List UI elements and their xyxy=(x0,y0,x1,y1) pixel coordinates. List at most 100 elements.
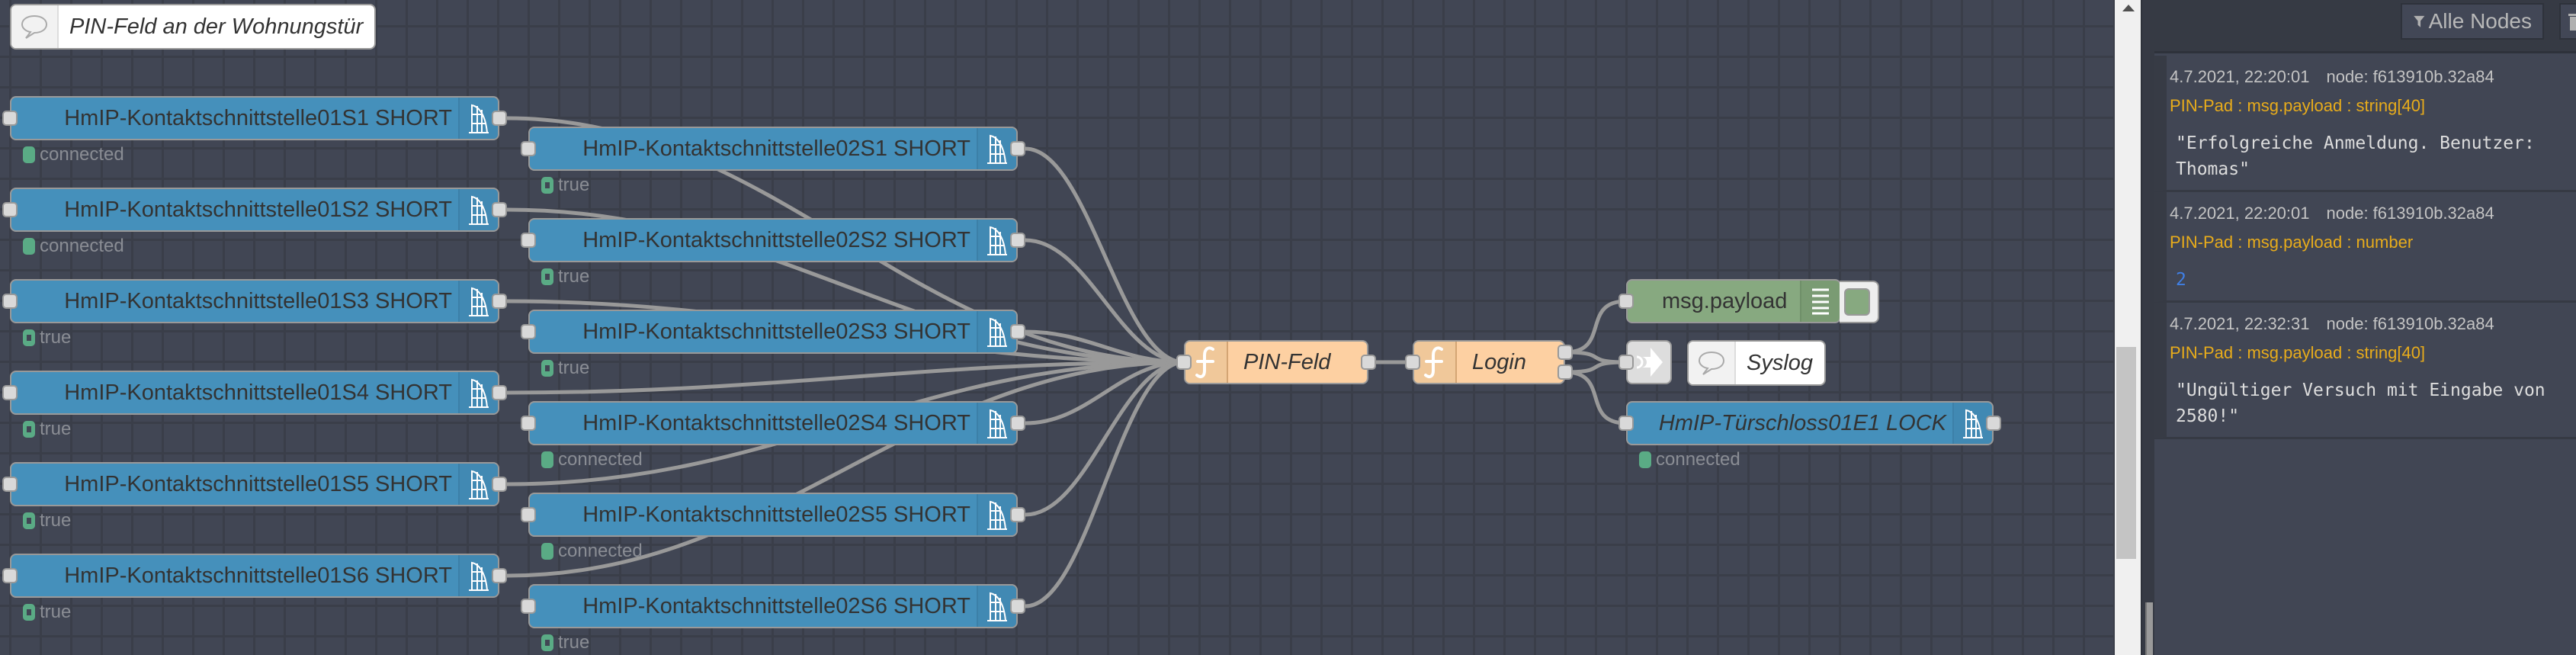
debug-node-msg-payload[interactable]: msg.payload xyxy=(1626,279,1841,323)
scrollbar-thumb[interactable] xyxy=(2116,347,2136,559)
wire[interactable] xyxy=(1564,299,1627,355)
input-port[interactable] xyxy=(521,507,536,522)
homematic-node[interactable]: HmIP-Kontaktschnittstelle02S6 SHORT xyxy=(528,584,1018,628)
link-out-node[interactable] xyxy=(1626,340,1672,384)
wire[interactable] xyxy=(1025,360,1185,425)
function-icon xyxy=(1414,342,1457,383)
homematic-node[interactable]: HmIP-Kontaktschnittstelle01S1 SHORT xyxy=(10,96,499,140)
homematic-node-lock[interactable]: HmIP-Türschloss01E1 LOCK xyxy=(1626,401,1994,445)
clear-debug-button[interactable] xyxy=(2559,3,2576,40)
input-port[interactable] xyxy=(2,294,18,309)
filter-nodes-button[interactable]: Alle Nodes xyxy=(2401,3,2544,40)
input-port[interactable] xyxy=(2,477,18,492)
homematic-icon xyxy=(1952,403,1992,444)
comment-node-syslog[interactable]: Syslog xyxy=(1687,340,1826,386)
input-port[interactable] xyxy=(2,385,18,400)
message-node-id[interactable]: node: f613910b.32a84 xyxy=(2326,314,2494,333)
node-label: HmIP-Türschloss01E1 LOCK xyxy=(1658,411,1946,435)
wire[interactable] xyxy=(1025,146,1185,364)
output-port[interactable] xyxy=(1010,416,1025,431)
wire[interactable] xyxy=(1564,370,1627,425)
input-port[interactable] xyxy=(2,202,18,217)
output-port-2[interactable] xyxy=(1557,364,1573,380)
message-path[interactable]: PIN-Pad : msg.payload : number xyxy=(2170,233,2414,252)
wire[interactable] xyxy=(506,360,1185,578)
homematic-node[interactable]: HmIP-Kontaktschnittstelle01S6 SHORT xyxy=(10,554,499,598)
output-port[interactable] xyxy=(1010,324,1025,339)
output-port[interactable] xyxy=(1010,233,1025,248)
message-path[interactable]: PIN-Pad : msg.payload : string[40] xyxy=(2170,96,2426,115)
homematic-icon xyxy=(977,586,1016,627)
wire[interactable] xyxy=(1025,329,1185,364)
debug-toggle-button[interactable] xyxy=(1840,281,1879,323)
status-dot-icon xyxy=(541,268,553,285)
input-port[interactable] xyxy=(521,141,536,156)
input-port[interactable] xyxy=(1176,355,1192,370)
node-status: true xyxy=(23,602,71,622)
message-meta: 4.7.2021, 22:20:01 node: f613910b.32a84 xyxy=(2170,65,2570,89)
input-port[interactable] xyxy=(521,233,536,248)
status-dot-icon xyxy=(23,604,35,621)
input-port[interactable] xyxy=(1618,294,1634,309)
homematic-icon xyxy=(977,128,1016,169)
homematic-node[interactable]: HmIP-Kontaktschnittstelle01S5 SHORT xyxy=(10,462,499,506)
message-node-id[interactable]: node: f613910b.32a84 xyxy=(2326,204,2494,223)
output-port[interactable] xyxy=(492,294,507,309)
output-port[interactable] xyxy=(1010,507,1025,522)
homematic-node[interactable]: HmIP-Kontaktschnittstelle02S2 SHORT xyxy=(528,218,1018,262)
output-port[interactable] xyxy=(1361,355,1376,370)
message-timestamp: 4.7.2021, 22:20:01 xyxy=(2170,67,2310,86)
node-label: HmIP-Kontaktschnittstelle02S3 SHORT xyxy=(582,319,970,344)
filter-icon xyxy=(2414,15,2425,27)
homematic-node[interactable]: HmIP-Kontaktschnittstelle01S3 SHORT xyxy=(10,279,499,323)
node-status: true xyxy=(541,358,589,378)
wire[interactable] xyxy=(1025,238,1185,364)
wire[interactable] xyxy=(1025,360,1185,517)
homematic-node[interactable]: HmIP-Kontaktschnittstelle02S4 SHORT xyxy=(528,401,1018,445)
function-node-pin-feld[interactable]: PIN-Feld xyxy=(1184,340,1368,384)
homematic-node[interactable]: HmIP-Kontaktschnittstelle02S1 SHORT xyxy=(528,127,1018,171)
output-port[interactable] xyxy=(492,202,507,217)
output-port-1[interactable] xyxy=(1557,345,1573,360)
output-port[interactable] xyxy=(1986,416,2001,431)
filter-label: Alle Nodes xyxy=(2428,9,2532,33)
homematic-node[interactable]: HmIP-Kontaktschnittstelle02S3 SHORT xyxy=(528,310,1018,354)
message-path[interactable]: PIN-Pad : msg.payload : string[40] xyxy=(2170,343,2426,362)
message-payload: 2 xyxy=(2176,270,2186,290)
input-port[interactable] xyxy=(2,111,18,126)
status-dot-icon xyxy=(541,360,553,377)
input-port[interactable] xyxy=(1405,355,1420,370)
homematic-node[interactable]: HmIP-Kontaktschnittstelle01S4 SHORT xyxy=(10,371,499,415)
sidebar-resize-handle[interactable] xyxy=(2145,602,2153,655)
message-node-id[interactable]: node: f613910b.32a84 xyxy=(2326,67,2494,86)
canvas-vertical-scrollbar[interactable] xyxy=(2115,0,2141,655)
sidebar-separator[interactable] xyxy=(2141,0,2154,655)
output-port[interactable] xyxy=(492,385,507,400)
output-port[interactable] xyxy=(1010,141,1025,156)
wire[interactable] xyxy=(506,360,1185,395)
output-port[interactable] xyxy=(492,477,507,492)
debug-list-icon xyxy=(1800,281,1840,322)
output-port[interactable] xyxy=(1010,599,1025,614)
input-port[interactable] xyxy=(1618,355,1634,370)
function-node-login[interactable]: Login xyxy=(1413,340,1565,384)
input-port[interactable] xyxy=(521,416,536,431)
input-port[interactable] xyxy=(1618,416,1634,431)
node-status: true xyxy=(23,419,71,439)
comment-node-title[interactable]: PIN-Feld an der Wohnungstür xyxy=(10,4,376,50)
input-port[interactable] xyxy=(521,324,536,339)
homematic-node[interactable]: HmIP-Kontaktschnittstelle01S2 SHORT xyxy=(10,188,499,232)
scroll-up-arrow-icon[interactable] xyxy=(2122,5,2135,11)
message-timestamp: 4.7.2021, 22:20:01 xyxy=(2170,204,2310,223)
output-port[interactable] xyxy=(492,568,507,583)
homematic-node[interactable]: HmIP-Kontaktschnittstelle02S5 SHORT xyxy=(528,493,1018,537)
flow-canvas[interactable]: PIN-Feld an der Wohnungstür HmIP-Kontakt… xyxy=(0,0,2115,655)
input-port[interactable] xyxy=(2,568,18,583)
wire[interactable] xyxy=(1564,360,1627,374)
wire[interactable] xyxy=(1025,360,1185,608)
output-port[interactable] xyxy=(492,111,507,126)
input-port[interactable] xyxy=(521,599,536,614)
